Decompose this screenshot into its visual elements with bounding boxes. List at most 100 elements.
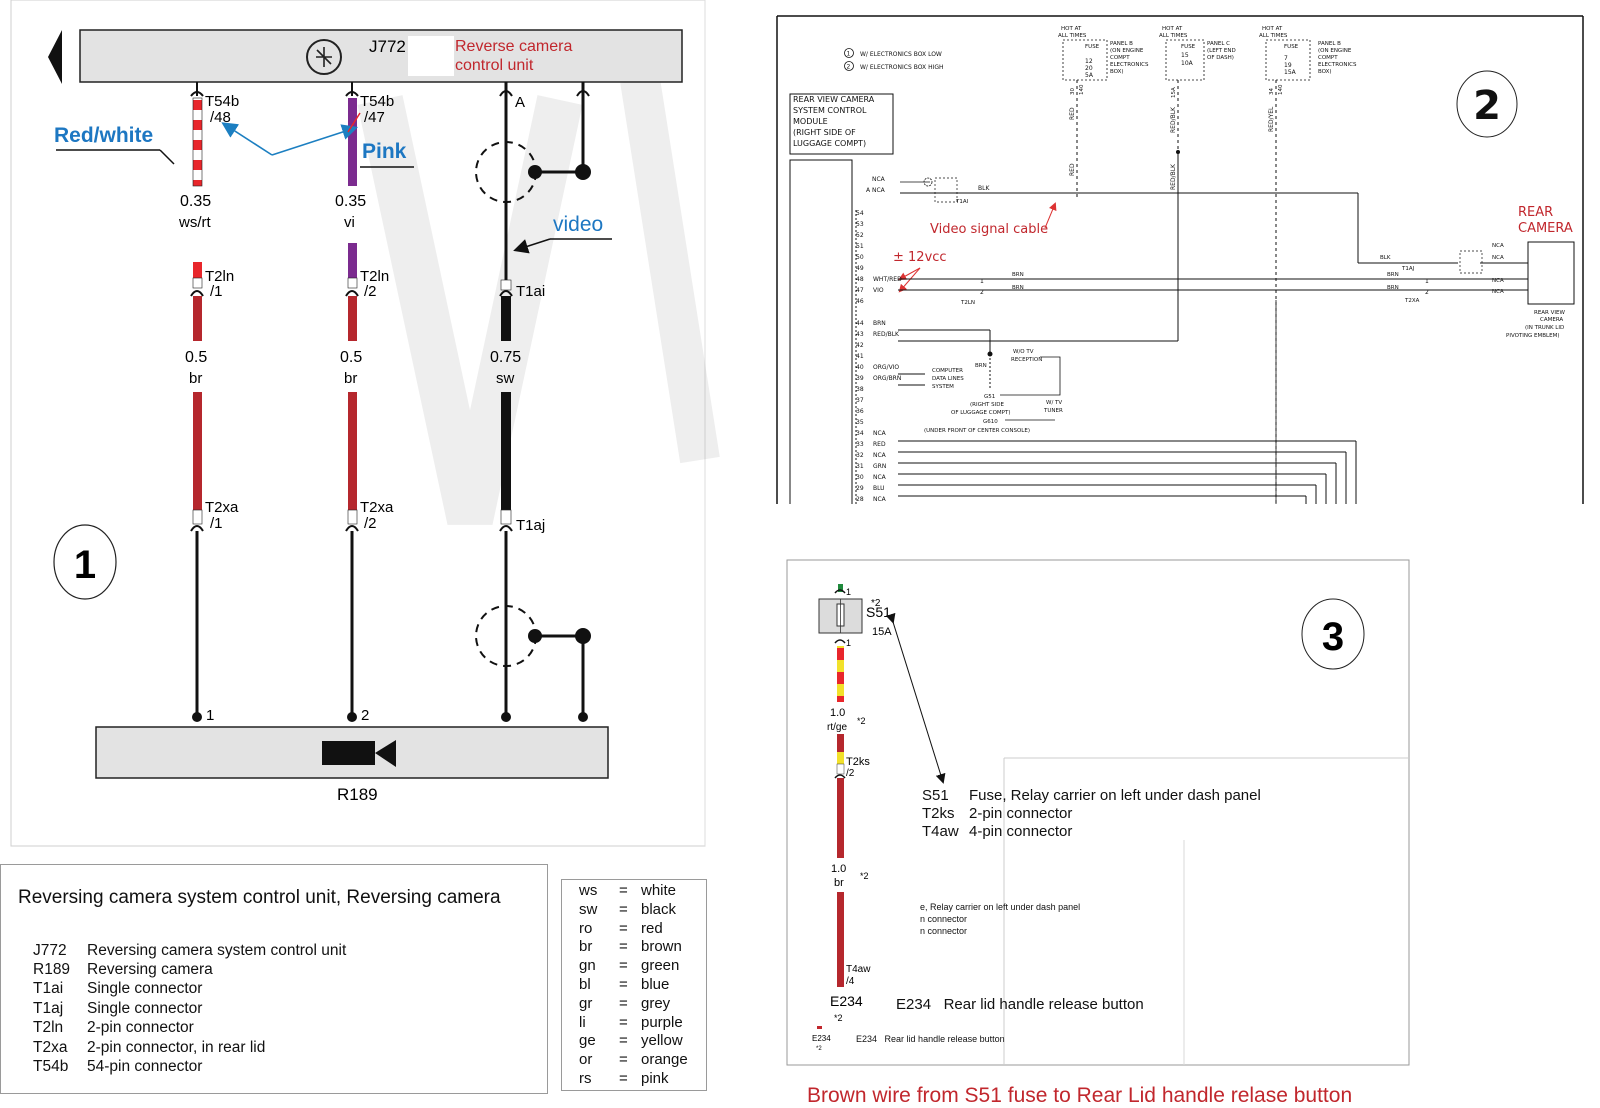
control-unit-code: J772	[369, 37, 406, 56]
legend-item: T1ai Single connector	[33, 980, 202, 998]
color-name: brown	[641, 938, 682, 956]
color-name: blue	[641, 976, 670, 993]
d3-desc: 4-pin connector	[969, 823, 1073, 840]
bottom-caption: Brown wire from S51 fuse to Rear Lid han…	[807, 1084, 1353, 1107]
legend-desc: Reversing camera	[87, 961, 213, 978]
color-name: black	[641, 900, 677, 918]
d3-fragment: e, Relay carrier on left under dash pane…	[920, 902, 1081, 912]
camera-icon	[322, 740, 396, 767]
d3-legend-row: T2ks 2-pin connector	[922, 805, 1072, 822]
color-name: orange	[641, 1051, 688, 1069]
watermark	[357, 76, 720, 525]
left-arrow-icon	[48, 30, 62, 84]
wire-gauge: 0.35	[180, 193, 211, 210]
legend-title: Reversing camera system control unit, Re…	[18, 887, 501, 908]
diagram-1-badge-number: 1	[74, 543, 96, 587]
pin-label: /1	[210, 283, 223, 300]
color-name: yellow	[641, 1032, 683, 1050]
legend-code: T2ln	[33, 1019, 64, 1036]
pin-label: /2	[364, 515, 377, 532]
color-name: pink	[641, 1070, 669, 1087]
e234-small-code: E234	[856, 1034, 878, 1044]
pin-label: /47	[364, 109, 385, 126]
wire-gauge: 0.5	[185, 349, 207, 366]
legend-item: T2ln 2-pin connector	[33, 1019, 194, 1037]
control-unit-annotation-2: control unit	[455, 57, 534, 74]
color-code-row: br=brown	[579, 938, 682, 956]
wire-gauge: 0.75	[490, 349, 521, 366]
e234-small-desc: Rear lid handle release button	[884, 1034, 1005, 1044]
color-code-row: ge=yellow	[579, 1032, 683, 1050]
d3-code: T4aw	[922, 823, 959, 840]
pin-label: 1	[206, 707, 214, 724]
color-name: green	[641, 957, 680, 975]
wire-1	[190, 82, 204, 722]
legend-desc: 2-pin connector	[87, 1019, 194, 1036]
camera-code: R189	[337, 785, 378, 804]
color-abbr: gn	[579, 957, 596, 975]
legend-desc: Single connector	[87, 1000, 203, 1017]
wire-color: br	[189, 370, 202, 387]
pin-label: T2xa	[360, 499, 394, 516]
legend-item: T54b 54-pin connector	[33, 1058, 202, 1076]
pin-label: T2xa	[205, 499, 239, 516]
shield-top	[475, 82, 591, 203]
wire-2	[345, 82, 359, 722]
legend-item: T1aj Single connector	[33, 1000, 202, 1018]
d3-desc: Fuse, Relay carrier on left under dash p…	[969, 787, 1261, 804]
pin-label: T1ai	[516, 283, 545, 300]
color-code-row: gr=grey	[579, 994, 671, 1012]
control-unit-annotation-1: Reverse camera	[455, 38, 572, 55]
legend-code: T1aj	[33, 1000, 64, 1017]
wire-gauge: 0.5	[340, 349, 362, 366]
pin-label: /1	[210, 515, 223, 532]
callout-red-white: Red/white	[54, 124, 153, 147]
color-abbr: gr	[579, 994, 593, 1012]
d3-fragment: n connector	[920, 914, 968, 924]
color-code-row: or=orange	[579, 1051, 688, 1069]
pin-label: T54b	[360, 93, 394, 110]
pin-label: T2ln	[205, 268, 234, 285]
color-code-row: ro=red	[579, 919, 663, 937]
d3-desc: 2-pin connector	[969, 805, 1073, 822]
pin-label: /48	[210, 109, 231, 126]
e234-legend-desc: Rear lid handle release button	[943, 996, 1144, 1013]
color-code-row: rs=pink	[579, 1070, 669, 1087]
color-code-row: bl=blue	[579, 976, 670, 993]
color-abbr: br	[579, 938, 593, 956]
legend-code: R189	[33, 961, 71, 978]
control-unit-box	[79, 29, 683, 83]
legend-desc: 54-pin connector	[87, 1058, 203, 1075]
color-name: red	[641, 919, 663, 937]
wire-gauge: 0.35	[335, 193, 366, 210]
legend-code: T1ai	[33, 980, 64, 997]
pin-label: T2ln	[360, 268, 389, 285]
legend-code: J772	[33, 942, 67, 959]
color-name: grey	[641, 994, 671, 1012]
wire-3-video	[499, 82, 513, 722]
d3-code: T2ks	[922, 805, 955, 822]
color-code-row: gn=green	[579, 957, 680, 975]
wire-color: vi	[344, 214, 355, 231]
wire-color: ws/rt	[178, 214, 211, 231]
legend-desc: Single connector	[87, 980, 203, 997]
legend-code: T54b	[33, 1058, 69, 1075]
pin-label: /2	[364, 283, 377, 300]
color-abbr: ws	[579, 882, 598, 899]
e234-legend: E234 Rear lid handle release button	[896, 996, 1144, 1013]
pin-label: T1aj	[516, 517, 545, 534]
color-name: white	[641, 882, 677, 899]
color-abbr: sw	[579, 900, 598, 918]
color-abbr: li	[579, 1013, 586, 1031]
color-abbr: bl	[579, 976, 591, 993]
wire-color: br	[344, 370, 357, 387]
color-code-row: ws=white	[579, 882, 677, 899]
color-code-row: li=purple	[579, 1013, 683, 1031]
color-abbr: or	[579, 1051, 593, 1069]
legend-desc: 2-pin connector, in rear lid	[87, 1039, 266, 1056]
legend-box: Reversing camera system control unit, Re…	[0, 864, 548, 1094]
transistor-icon	[306, 39, 342, 75]
